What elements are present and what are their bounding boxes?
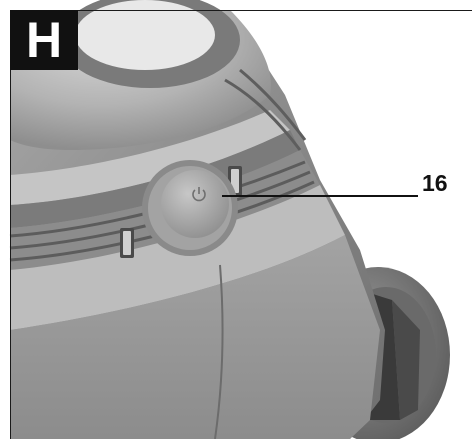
figure-label-badge: H xyxy=(10,10,78,70)
frame-left-line xyxy=(10,70,11,439)
frame-top-line xyxy=(78,10,472,11)
callout-number-16: 16 xyxy=(422,170,448,196)
power-button xyxy=(142,160,238,256)
power-icon xyxy=(192,187,206,202)
